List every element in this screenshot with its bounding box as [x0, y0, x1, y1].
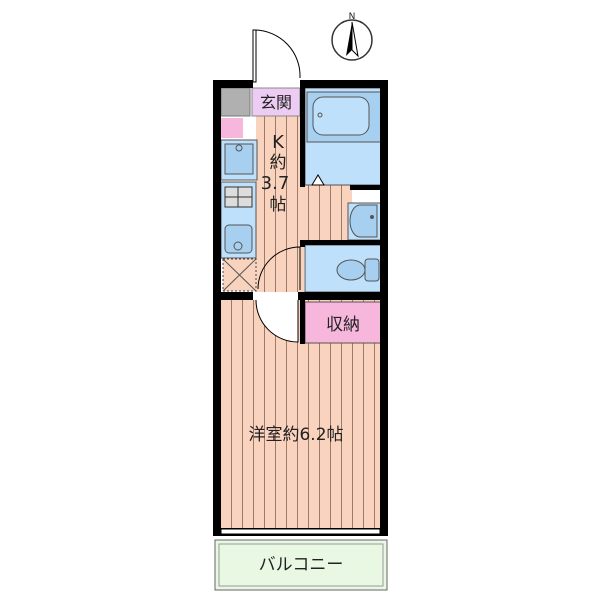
balcony	[214, 539, 388, 591]
bathroom-door-icon	[311, 174, 325, 186]
entrance-label: 玄関	[260, 93, 292, 112]
bathtub-icon	[306, 91, 382, 143]
toilet-door	[257, 246, 301, 290]
svg-text:3.7: 3.7	[261, 173, 290, 194]
pink-cabinet	[221, 118, 243, 138]
svg-text:K: K	[272, 132, 285, 153]
entrance-door	[252, 29, 301, 83]
sink-icon	[224, 224, 253, 254]
washbasin-icon	[347, 202, 382, 241]
storage-label: 収納	[326, 315, 360, 335]
balcony-label: バルコニー	[259, 555, 344, 575]
entrance-area	[251, 87, 301, 117]
kitchen-label: K 約 3.7 帖	[261, 132, 290, 215]
fridge-space	[222, 258, 257, 292]
balcony-inner-edge	[218, 543, 384, 587]
washing-machine-icon	[220, 139, 258, 181]
svg-text:約: 約	[270, 153, 287, 173]
svg-text:帖: 帖	[270, 195, 287, 215]
shoe-cabinet	[220, 87, 251, 117]
western-room-label: 洋室約6.2帖	[248, 425, 343, 445]
kitchen-floor	[256, 116, 304, 292]
balcony-window	[220, 528, 381, 535]
stove-icon	[224, 186, 253, 208]
compass-label: N	[349, 12, 356, 22]
toilet-icon	[336, 258, 380, 282]
room-door	[255, 299, 299, 343]
north-compass-icon: N	[331, 12, 373, 61]
corridor-floor	[300, 185, 352, 242]
